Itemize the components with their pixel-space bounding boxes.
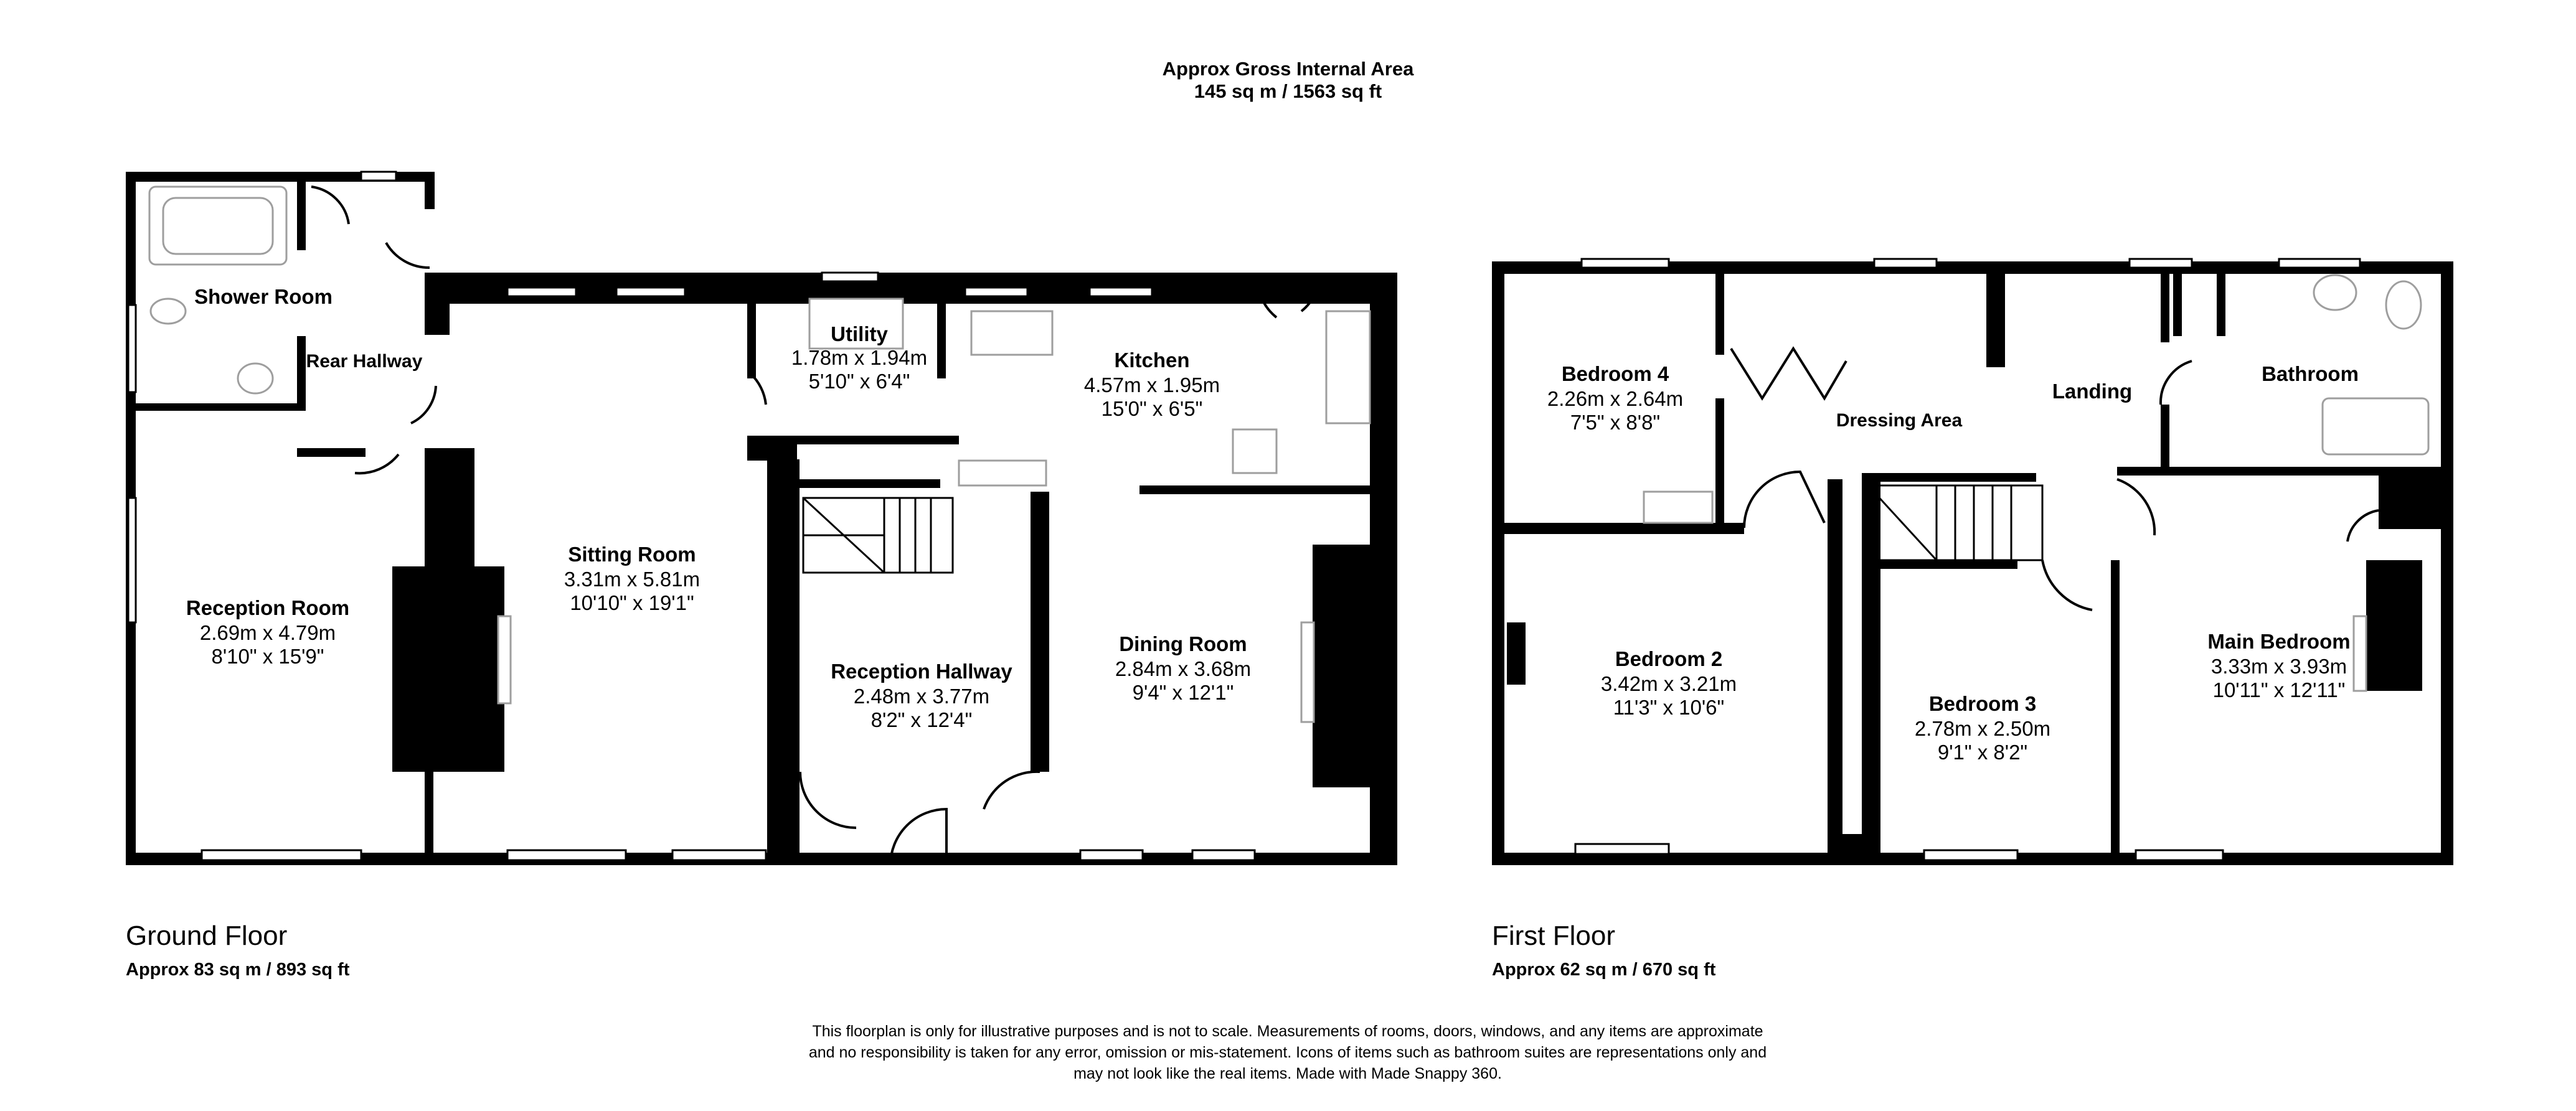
reception-room-label: Reception Room xyxy=(186,596,349,619)
first-floor-title: First Floor xyxy=(1492,921,1615,951)
main-bedroom-imperial: 10'11" x 12'11" xyxy=(2213,678,2346,701)
bathroom-label: Bathroom xyxy=(2262,362,2359,385)
first-floor-walls xyxy=(1492,261,2453,865)
bedroom-4-imperial: 7'5" x 8'8" xyxy=(1570,411,1660,434)
sitting-room-imperial: 10'10" x 19'1" xyxy=(570,591,694,614)
disclaimer-line: and no responsibility is taken for any e… xyxy=(808,1044,1767,1061)
bedroom-2-metric: 3.42m x 3.21m xyxy=(1601,672,1737,695)
dressing-area-label: Dressing Area xyxy=(1836,410,1963,431)
bedroom-3-label: Bedroom 3 xyxy=(1929,692,2036,715)
reception-hallway-stairs xyxy=(802,497,954,574)
dining-room-imperial: 9'4" x 12'1" xyxy=(1133,681,1234,704)
sitting-room-metric: 3.31m x 5.81m xyxy=(564,568,700,591)
dining-room-label: Dining Room xyxy=(1119,632,1247,655)
disclaimer: This floorplan is only for illustrative … xyxy=(665,1021,1910,1084)
first-floor-fixtures xyxy=(1643,274,2430,692)
landing-label: Landing xyxy=(2052,380,2132,403)
ground-floor-title: Ground Floor xyxy=(126,921,288,951)
ground-floor-fixtures xyxy=(148,185,1371,723)
rear-hallway-label: Rear Hallway xyxy=(306,351,423,372)
total-area: 145 sq m / 1563 sq ft xyxy=(1194,80,1382,102)
bedroom-3-imperial: 9'1" x 8'2" xyxy=(1938,741,2027,764)
first-floor-plan: Bedroom 4 2.26m x 2.64m 7'5" x 8'8" Dres… xyxy=(1492,258,2453,865)
kitchen-imperial: 15'0" x 6'5" xyxy=(1102,397,1203,420)
disclaimer-line: This floorplan is only for illustrative … xyxy=(812,1023,1763,1040)
bedroom-4-label: Bedroom 4 xyxy=(1562,362,1669,385)
ground-floor-windows xyxy=(127,171,1256,861)
reception-room-imperial: 8'10" x 15'9" xyxy=(212,645,324,668)
reception-hallway-label: Reception Hallway xyxy=(831,660,1012,683)
ground-floor-walls xyxy=(126,172,1397,865)
utility-label: Utility xyxy=(831,322,888,345)
utility-imperial: 5'10" x 6'4" xyxy=(809,370,910,393)
reception-hallway-metric: 2.48m x 3.77m xyxy=(854,685,989,708)
ground-floor-area: Approx 83 sq m / 893 sq ft xyxy=(126,960,350,980)
kitchen-label: Kitchen xyxy=(1114,349,1189,372)
dining-room-metric: 2.84m x 3.68m xyxy=(1115,657,1251,680)
main-bedroom-label: Main Bedroom xyxy=(2207,630,2350,653)
first-floor-windows xyxy=(1574,258,2361,861)
disclaimer-line: may not look like the real items. Made w… xyxy=(1073,1065,1502,1082)
ground-floor-doors xyxy=(311,185,1321,866)
utility-metric: 1.78m x 1.94m xyxy=(791,346,927,369)
ground-floor-plan: Shower Room Rear Hallway Reception Room … xyxy=(126,171,1397,866)
first-floor-stairs xyxy=(1867,484,2044,561)
reception-room-metric: 2.69m x 4.79m xyxy=(200,621,336,644)
first-floor-doors xyxy=(1730,346,2379,611)
sitting-room-label: Sitting Room xyxy=(568,543,696,566)
first-floor-area: Approx 62 sq m / 670 sq ft xyxy=(1492,960,1716,980)
bedroom-2-imperial: 11'3" x 10'6" xyxy=(1613,696,1725,719)
kitchen-metric: 4.57m x 1.95m xyxy=(1084,373,1220,396)
reception-hallway-imperial: 8'2" x 12'4" xyxy=(871,708,973,731)
shower-room-label: Shower Room xyxy=(194,285,333,308)
main-bedroom-metric: 3.33m x 3.93m xyxy=(2211,655,2347,678)
bedroom-4-metric: 2.26m x 2.64m xyxy=(1547,387,1683,410)
area-title: Approx Gross Internal Area xyxy=(1162,58,1414,80)
bedroom-3-metric: 2.78m x 2.50m xyxy=(1915,717,2050,740)
bedroom-2-label: Bedroom 2 xyxy=(1615,647,1722,670)
